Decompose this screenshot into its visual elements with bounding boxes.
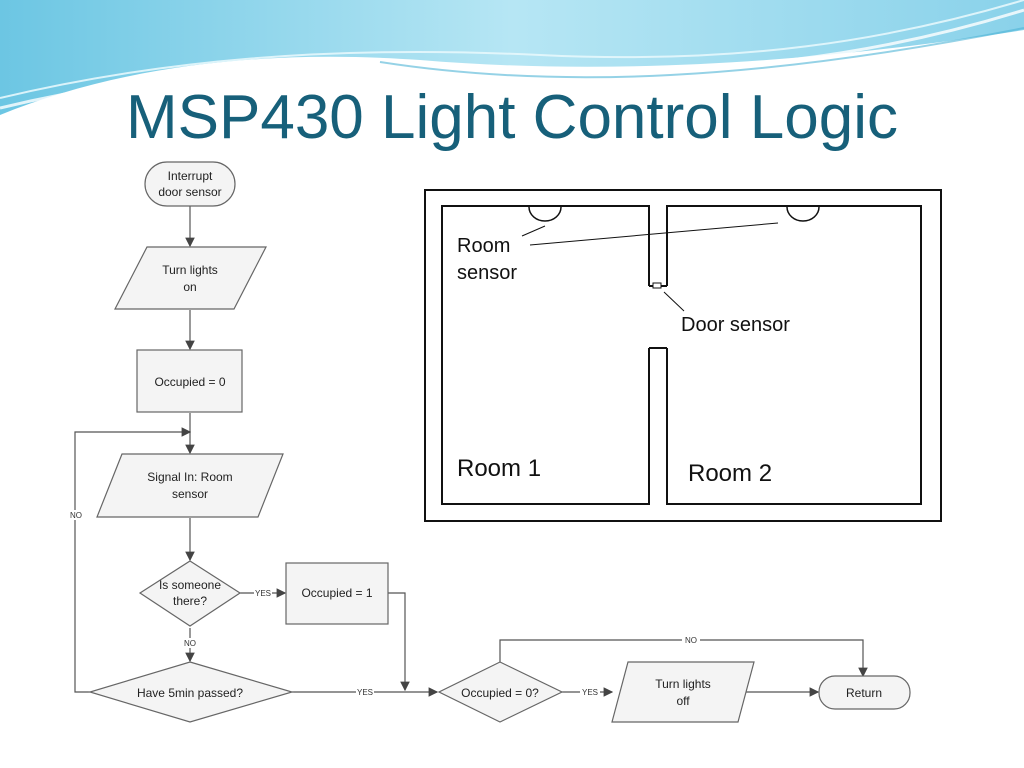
building-outline [424,189,942,522]
room2-label: Room 2 [688,460,772,487]
start-terminal [144,161,236,207]
label-yes-check: YES [582,688,598,697]
room-sensor-label-2: sensor [457,262,517,284]
occupied-zero-box [136,349,243,413]
connector-loop-no [74,427,192,693]
occupied-one-box [285,562,389,625]
label-no-check: NO [685,636,697,645]
occupied-check-diamond [437,661,564,723]
occupied-zero-text: Occupied = 0 [154,375,225,389]
label-yes-decision: YES [255,589,271,598]
turn-off-text-2: off [676,694,690,708]
is-someone-diamond [138,560,242,627]
connector-occupied-one-down [388,592,410,692]
label-yes-five-min: YES [357,688,373,697]
door-sensor-label: Door sensor [681,314,790,336]
occupied-one-text: Occupied = 1 [301,586,372,600]
signal-in-text-2: sensor [172,487,208,501]
room2-walls [666,205,922,505]
five-min-diamond [87,661,295,723]
return-text: Return [846,686,882,700]
is-someone-text-2: there? [173,594,207,608]
turn-off-parallelogram [611,661,755,723]
turn-on-text-2: on [183,280,196,294]
five-min-text: Have 5min passed? [137,686,243,700]
connector-check-no [499,639,868,678]
label-no-loop: NO [70,511,82,520]
room-sensor-label-1: Room [457,235,510,257]
header-wave [0,0,1024,115]
signal-in-text-1: Signal In: Room [147,470,232,484]
start-text-1: Interrupt [168,169,213,183]
room1-walls [441,205,650,505]
slide-title: MSP430 Light Control Logic [125,83,898,152]
room1-label: Room 1 [457,455,541,482]
door-sensor-icon [652,282,662,289]
turn-on-text-1: Turn lights [162,263,218,277]
label-no-decision: NO [184,639,196,648]
room2-sensor-icon [786,206,820,222]
start-text-2: door sensor [158,185,221,199]
occupied-check-text: Occupied = 0? [461,686,539,700]
return-terminal [818,675,911,710]
turn-on-parallelogram [114,246,267,310]
room1-sensor-icon [528,206,562,222]
turn-off-text-1: Turn lights [655,677,711,691]
signal-in-parallelogram [96,453,284,518]
is-someone-text-1: Is someone [159,578,221,592]
